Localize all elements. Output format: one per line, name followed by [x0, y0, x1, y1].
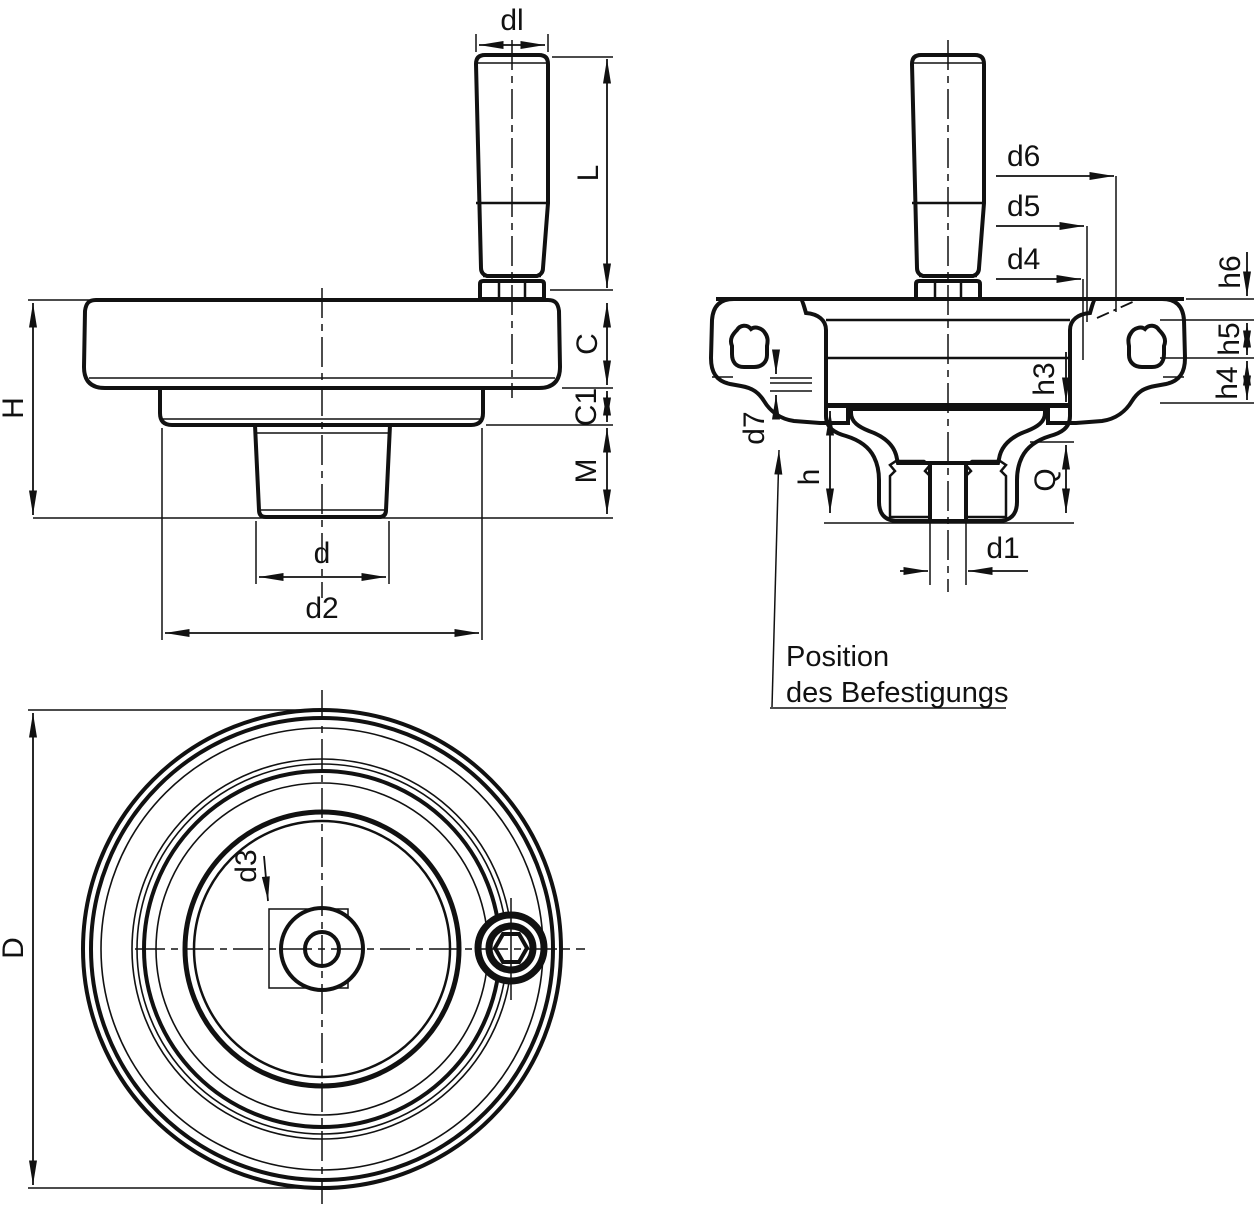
rim-groove-left	[728, 323, 770, 369]
note-leader-line	[771, 449, 783, 708]
dim-label-C1: C1	[570, 388, 603, 426]
dim-label-h3: h3	[1028, 362, 1061, 395]
dim-label-C: C	[571, 333, 604, 355]
dim-label-d2: d2	[305, 592, 338, 625]
dim-label-D: D	[0, 937, 30, 959]
boss-outline	[252, 423, 393, 519]
dim-label-H: H	[0, 397, 30, 419]
dim-label-d1: d1	[986, 532, 1019, 565]
handle-outline	[473, 53, 550, 278]
section-view: d6 d5 d4 h6 h5 h4 h3 Q h d7	[708, 40, 1254, 709]
section-handle-outline	[909, 53, 986, 278]
dim-label-Q: Q	[1029, 468, 1062, 491]
side-view: dl L C C1 M H d d2	[0, 4, 613, 640]
dim-label-h: h	[793, 469, 826, 486]
dim-label-d6: d6	[1007, 140, 1040, 173]
front-view: D d3	[0, 690, 585, 1204]
dim-label-d: d	[314, 537, 331, 570]
dim-label-d7: d7	[738, 411, 771, 444]
dim-label-L: L	[572, 165, 605, 182]
dim-label-d4: d4	[1007, 243, 1040, 276]
wheel-body-outline	[81, 298, 563, 390]
dim-label-M: M	[570, 459, 603, 484]
dim-label-d5: d5	[1007, 190, 1040, 223]
dim-label-h5: h5	[1213, 322, 1246, 355]
flange-outline	[158, 386, 485, 427]
d7-hole-clear	[770, 375, 812, 393]
dim-label-h6: h6	[1214, 255, 1247, 288]
handle-nut	[478, 279, 546, 301]
d3-dim-line	[261, 855, 270, 902]
rim-hole-trace-dashed	[1096, 299, 1138, 319]
dim-label-h4: h4	[1211, 366, 1244, 399]
note-line-1: Position	[786, 641, 889, 673]
rim-section-left	[708, 297, 850, 425]
rim-section-right	[1046, 297, 1188, 425]
insert-bar-right	[964, 459, 1008, 519]
note-line-2: des Befestigungs	[786, 677, 1008, 709]
hub-section	[824, 403, 1072, 523]
dim-label-dl: dl	[500, 4, 523, 37]
dim-label-d3: d3	[230, 849, 263, 882]
insert-bar-left	[888, 459, 932, 519]
rim-groove-right	[1126, 323, 1168, 369]
section-handle-nut	[914, 279, 982, 301]
